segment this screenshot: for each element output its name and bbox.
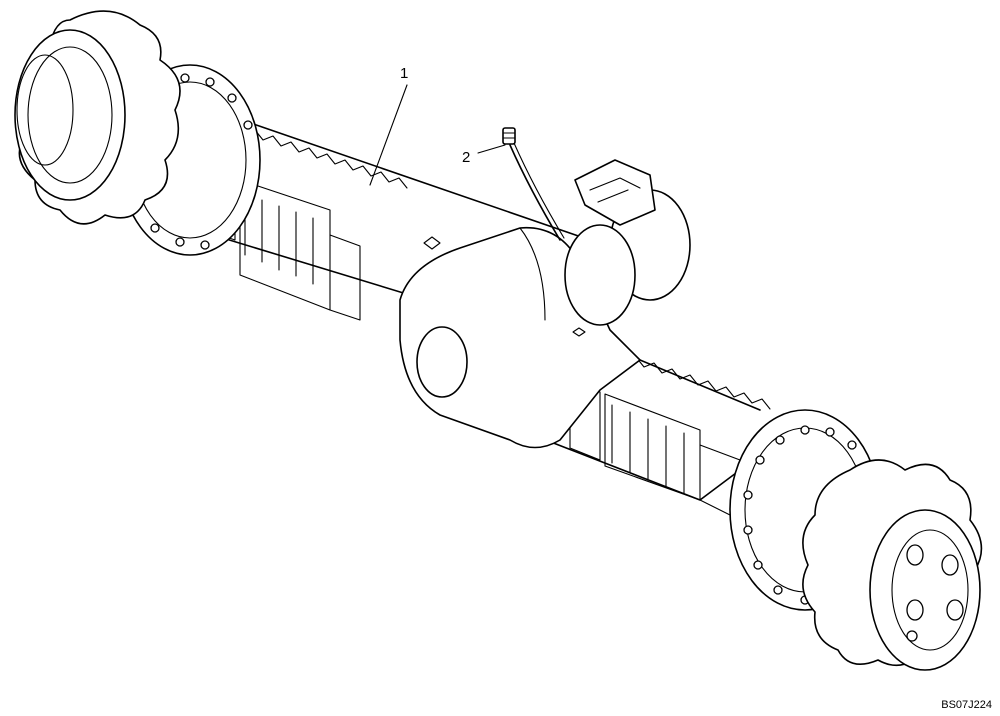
callout-label-1: 1 (400, 65, 408, 82)
callout-label-2: 2 (462, 149, 470, 166)
drawing-code: BS07J224 (941, 699, 992, 711)
left-wheel-hub (14, 10, 261, 256)
callout-2: 2 (462, 144, 506, 166)
breather-tube (502, 127, 565, 241)
mount-boss-upper (423, 236, 441, 250)
mount-boss-lower (572, 327, 586, 337)
yoke-flange (574, 159, 656, 226)
breather-fitting (502, 127, 516, 145)
callout-1: 1 (369, 65, 408, 186)
right-wheel-hub (729, 409, 983, 671)
pivot-bore (416, 326, 468, 398)
input-yoke (564, 159, 691, 326)
